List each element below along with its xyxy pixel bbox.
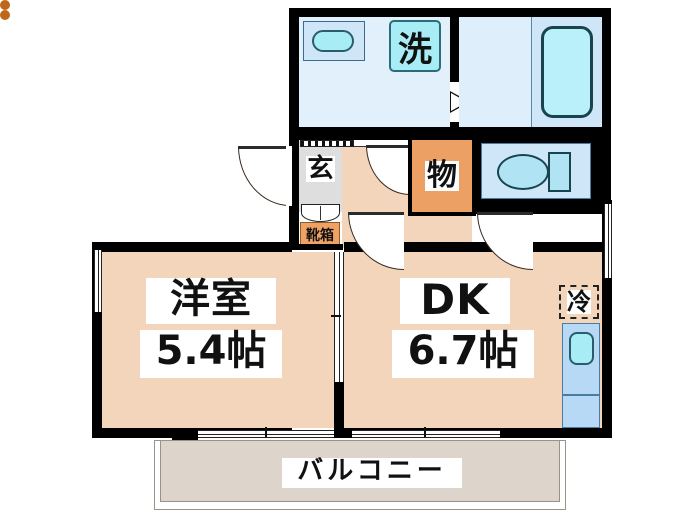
entrance-label: 玄 — [306, 154, 335, 184]
ceiling-hatch — [300, 140, 354, 147]
stove-burner-front — [0, 0, 10, 10]
genkan-step-line — [320, 206, 321, 220]
upper-block-bottom-wall — [289, 127, 611, 136]
yoshitsu-top-wall — [92, 242, 292, 252]
yoshitsu-size-label: 5.4帖 — [140, 330, 282, 378]
yoshitsu-name-text: 洋室 — [170, 276, 252, 322]
dk-right-window[interactable] — [604, 204, 612, 278]
refrigerator-space: 冷 — [559, 285, 599, 319]
bathtub — [541, 26, 593, 118]
stove-burner-back — [0, 10, 10, 20]
storage-label: 物 — [425, 158, 459, 193]
dk-name-text: DK — [420, 275, 490, 324]
toilet-bowl — [497, 154, 549, 190]
yoshitsu-bottom-nib — [172, 428, 198, 442]
laundry-marker: 洗 — [389, 20, 441, 72]
kitchen-stove-unit — [562, 395, 600, 428]
yoshitsu-balcony-mullion — [265, 427, 267, 437]
laundry-label: 洗 — [398, 29, 432, 70]
dk-door-leaf — [477, 212, 533, 215]
entrance-threshold — [286, 146, 292, 206]
dk-balcony-sliding-door[interactable] — [352, 430, 500, 438]
yoshitsu-left-window[interactable] — [94, 250, 102, 312]
balcony-name-text: バルコニー — [297, 456, 447, 486]
yoshitsu-name-label: 洋室 — [146, 278, 276, 324]
dk-name-label: DK — [400, 275, 510, 324]
entrance-door-leaf — [238, 146, 290, 149]
storage-closet: 物 — [412, 140, 472, 212]
dk-size-text: 6.7帖 — [407, 328, 519, 374]
yoshitsu-left-wall — [92, 242, 102, 438]
shoe-box-label: 靴箱 — [306, 228, 334, 244]
dk-size-label: 6.7帖 — [392, 330, 534, 378]
entrance-marker: 玄 — [300, 152, 341, 186]
bath-divider-wall — [450, 17, 459, 127]
dk-right-wall — [602, 200, 612, 438]
hall-top-strip — [289, 136, 472, 140]
hall-left-wall — [289, 136, 299, 248]
partition-mullion — [331, 315, 341, 317]
hall-bottom-wall-left — [289, 244, 343, 250]
entrance-door-arc — [238, 146, 290, 206]
refrigerator-label: 冷 — [567, 288, 591, 316]
yoshitsu-door-leaf — [348, 212, 404, 215]
balcony-door-pier — [500, 428, 540, 438]
washbasin-bowl — [312, 30, 354, 52]
toilet-tank — [548, 152, 571, 192]
balcony-railing-outer — [154, 440, 566, 510]
washroom-door-leaf — [366, 145, 410, 148]
kitchen-sink-bowl — [569, 332, 594, 365]
room-partition-sliding-door[interactable] — [334, 252, 344, 382]
yoshitsu-size-text: 5.4帖 — [155, 328, 267, 374]
dk-top-wall — [344, 242, 612, 252]
dk-balcony-mullion — [424, 427, 426, 437]
shoe-box: 靴箱 — [300, 222, 340, 248]
balcony-name-label: バルコニー — [282, 456, 462, 488]
